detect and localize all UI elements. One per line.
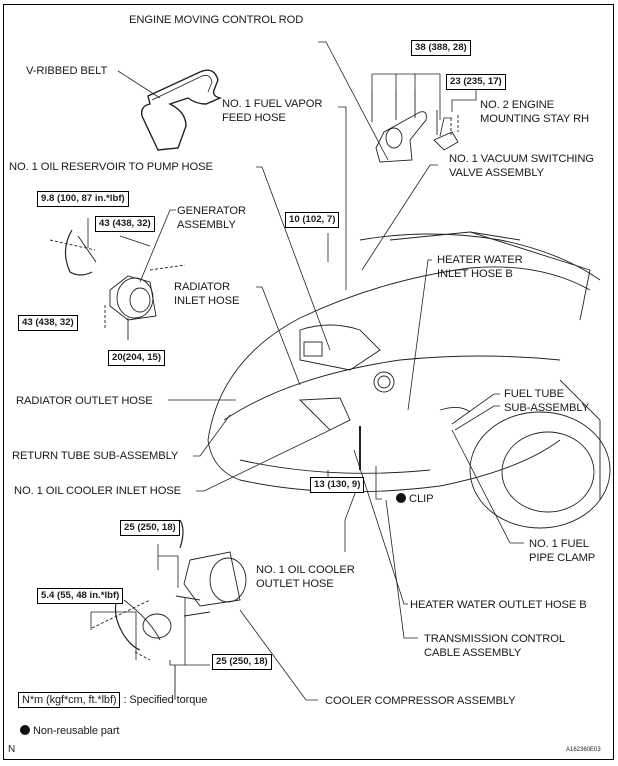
torque-generator-hose: 9.8 (100, 87 in.*lbf) <box>37 191 129 207</box>
label-fuel-vapor-feed-hose-line1: NO. 1 FUEL VAPOR <box>222 98 323 110</box>
torque-generator-upper: 43 (438, 32) <box>95 216 155 232</box>
torque-generator-bottom: 20(204, 15) <box>108 350 166 366</box>
torque-stay-bolts: 23 (235, 17) <box>446 74 506 90</box>
torque-compressor-upper: 25 (250, 18) <box>120 520 180 536</box>
label-engine-mounting-stay-line1: NO. 2 ENGINE <box>480 99 555 111</box>
label-heater-water-inlet-line1: HEATER WATER <box>437 254 523 266</box>
label-heater-water-inlet-line2: INLET HOSE B <box>437 268 513 280</box>
non-reusable-dot-icon <box>396 493 406 503</box>
label-fuel-pipe-clamp-line2: PIPE CLAMP <box>529 552 596 564</box>
label-generator-line1: GENERATOR <box>177 205 246 217</box>
label-vacuum-switching-valve-line2: VALVE ASSEMBLY <box>449 167 544 179</box>
control-rod-drawing <box>371 73 477 163</box>
legend-torque-unit-box: N*m (kgf*cm, ft.*lbf) <box>18 692 121 708</box>
label-v-ribbed-belt: V-RIBBED BELT <box>26 65 108 77</box>
label-transmission-control-line2: CABLE ASSEMBLY <box>424 647 522 659</box>
figure-id: A162360E03 <box>566 747 601 753</box>
label-oil-cooler-inlet-hose: NO. 1 OIL COOLER INLET HOSE <box>14 485 182 497</box>
torque-compressor-lower: 25 (250, 18) <box>212 654 272 670</box>
compressor-drawing <box>90 519 247 700</box>
label-heater-water-outlet-hose: HEATER WATER OUTLET HOSE B <box>410 599 587 611</box>
generator-drawing <box>49 218 186 340</box>
label-radiator-inlet-line2: INLET HOSE <box>174 295 240 307</box>
torque-generator-lower: 43 (438, 32) <box>18 315 78 331</box>
label-return-tube: RETURN TUBE SUB-ASSEMBLY <box>12 450 179 462</box>
label-fuel-tube-line1: FUEL TUBE <box>504 388 565 400</box>
non-reusable-dot-icon <box>20 725 30 735</box>
label-fuel-vapor-feed-hose-line2: FEED HOSE <box>222 112 286 124</box>
label-clip: CLIP <box>396 492 434 506</box>
label-transmission-control-line1: TRANSMISSION CONTROL <box>424 633 565 645</box>
label-oil-cooler-outlet-line2: OUTLET HOSE <box>256 578 334 590</box>
torque-rod-bolts: 38 (388, 28) <box>411 40 471 56</box>
label-fuel-tube-line2: SUB-ASSEMBLY <box>504 402 590 414</box>
label-generator-line2: ASSEMBLY <box>177 219 236 231</box>
label-vacuum-switching-valve-line1: NO. 1 VACUUM SWITCHING <box>449 153 594 165</box>
legend-torque: N*m (kgf*cm, ft.*lbf) : Specified torque <box>18 692 208 708</box>
label-fuel-pipe-clamp-line1: NO. 1 FUEL <box>529 538 589 550</box>
v-ribbed-belt-drawing <box>140 69 223 151</box>
diagram-frame <box>3 4 614 760</box>
clip-text: CLIP <box>409 493 434 505</box>
legend-torque-text: : Specified torque <box>123 694 208 706</box>
footer-code: N <box>8 744 16 755</box>
label-engine-moving-control-rod: ENGINE MOVING CONTROL ROD <box>129 14 304 26</box>
label-oil-cooler-outlet-line1: NO. 1 OIL COOLER <box>256 564 355 576</box>
label-radiator-outlet-hose: RADIATOR OUTLET HOSE <box>16 395 153 407</box>
legend-nonreusable: Non-reusable part <box>20 724 119 738</box>
vehicle-body-drawing <box>207 231 611 529</box>
label-radiator-inlet-line1: RADIATOR <box>174 281 230 293</box>
torque-compressor-pipe: 5.4 (55, 48 in.*lbf) <box>37 588 124 604</box>
label-oil-reservoir-to-pump-hose: NO. 1 OIL RESERVOIR TO PUMP HOSE <box>9 161 213 173</box>
leader-lines <box>117 41 524 701</box>
torque-clip-bolt: 13 (130, 9) <box>310 477 365 493</box>
label-cooler-compressor: COOLER COMPRESSOR ASSEMBLY <box>325 695 516 707</box>
legend-nonreusable-text: Non-reusable part <box>33 725 120 737</box>
label-engine-mounting-stay-line2: MOUNTING STAY RH <box>480 113 590 125</box>
torque-vsv-bolt: 10 (102, 7) <box>285 212 340 228</box>
